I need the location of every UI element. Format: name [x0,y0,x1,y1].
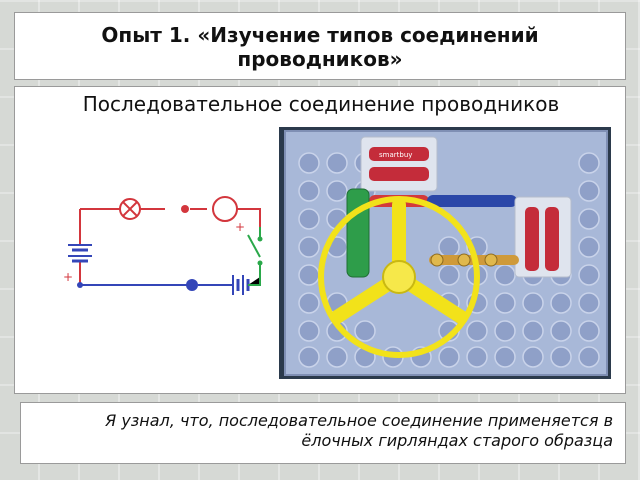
battery-bottom-icon [198,275,261,295]
junction-dot-red [181,205,189,213]
blue-wire-piece [427,195,517,207]
lamp-icon [119,198,141,220]
battery-pack-top: smartbuy [360,136,438,192]
junction-dot-blue [186,279,198,291]
diagram-plus-label: + [235,220,245,234]
board-holes [298,152,600,368]
switch-icon [247,227,263,277]
battery-left-icon [68,244,92,263]
yellow-fan [318,196,480,358]
conclusion-text: Я узнал, что, последовательное соединени… [105,411,613,450]
motor-icon [195,196,247,222]
circuit-kit-photo: smartbuy [279,127,611,379]
battery-brand-label: smartbuy [379,151,412,159]
slide-title: Опыт 1. «Изучение типов соединений прово… [101,23,539,71]
wire-right-red [245,208,261,227]
green-switch-piece [346,188,370,278]
battery-plus-label: + [63,270,73,284]
battery-pack-right [514,196,572,278]
junction-dot-left [77,282,83,288]
content-panel: Последовательное соединение проводников … [14,86,626,394]
conclusion-panel: Я узнал, что, последовательное соединени… [20,402,626,464]
series-circuit-diagram: + + [63,196,263,295]
title-panel: Опыт 1. «Изучение типов соединений прово… [14,12,626,80]
slide-subtitle: Последовательное соединение проводников [82,92,560,116]
